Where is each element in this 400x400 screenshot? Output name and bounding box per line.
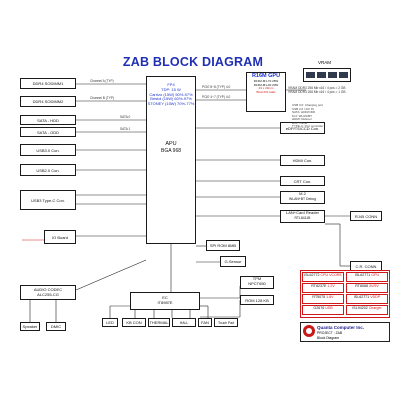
power-ic-rail: Charger: [368, 306, 382, 310]
usb3-typec-connector: USB3 Type-C Con.: [20, 190, 76, 210]
thermal-sensor: THERMAL: [148, 318, 170, 327]
apu-name: APU: [165, 140, 177, 147]
vram-chip: [339, 72, 348, 78]
gpu-line: BGA 631 balls: [256, 89, 276, 94]
hall-sensor: HALL SENSOR: [172, 318, 196, 327]
g-sensor: G-Sensor: [220, 256, 246, 267]
power-ic-label: RT8237E: [311, 284, 327, 288]
company-name: Quanta Computer Inc.: [317, 325, 365, 330]
vram-group: [303, 68, 351, 82]
vram-label: VRAM: [318, 60, 332, 65]
project-name: PROJECT : ZAB: [317, 331, 343, 335]
m2-label: M.2: [299, 191, 306, 196]
tpm: TPM NPCT650: [240, 276, 274, 289]
gpu-name: R16M GPU: [251, 73, 281, 79]
gpu-line: 23 x 23mm: [258, 86, 274, 91]
lan-card-reader-part: RTL8411B: [294, 215, 311, 220]
diagram-title: ZAB BLOCK DIAGRAM: [122, 55, 264, 69]
gpu-block: R16M GPU R16M-M1-70 25W R16M-M1-30 20W 2…: [246, 72, 286, 112]
power-ic-usb: G2676 USB: [302, 305, 344, 315]
power-ic-label: RT5075: [312, 295, 326, 299]
dmic: DMIC: [46, 322, 66, 331]
gpu-line: R16M-M1-70 25W: [253, 79, 279, 83]
ddr4-sodimm1: DDR4 SODIMM1: [20, 78, 76, 89]
crt-connector: CRT Con.: [280, 176, 325, 186]
power-ic-label: G2676: [313, 306, 325, 310]
power-ic-charger: ISL94202 Charger: [346, 305, 388, 315]
gpu-link-label: PCIE 8~8 (TYP) 4.0: [202, 85, 231, 89]
rj45-connector: RJ45 CONN: [350, 211, 382, 221]
lan-card-reader-label: LAN+Card Reader: [285, 210, 320, 215]
touch-pad: Touch Pad: [214, 318, 238, 327]
tpm-label: TPM: [252, 276, 262, 281]
title-block: Quanta Computer Inc. PROJECT : ZAB Block…: [300, 322, 390, 342]
power-ic-rail: USB: [325, 306, 333, 310]
memory-bus-label: Channel A (TYP): [90, 79, 114, 83]
m2-slot: M.2 WLAN+BT Debug: [280, 191, 325, 204]
sata-hdd: SATA - HDD: [20, 115, 76, 125]
vram-chip: [328, 72, 337, 78]
apu-spec-line: FP4: [167, 82, 175, 87]
power-ic-label: ISL94202: [352, 306, 368, 310]
io-board: IO Board: [44, 230, 76, 244]
power-ic-vddp: ISL62771 VDDP: [346, 294, 388, 304]
gpu-line: R16M-M1-30 20W: [253, 82, 279, 87]
m2-sub: WLAN+BT Debug: [289, 196, 316, 201]
tpm-part: NPCT650: [248, 280, 266, 286]
power-section: [300, 270, 390, 318]
power-ic-cpu: ISL62772 CPU VCORE: [302, 272, 344, 282]
power-ic-rail: 3V/5V: [368, 284, 379, 288]
spi-rom: SPI ROM 8MB: [206, 240, 240, 251]
power-ic-rail: 1.2V: [327, 284, 335, 288]
apu-spec-line: Carrizo (15W) 50%-97%: [149, 91, 193, 97]
speaker: Speaker: [20, 322, 40, 331]
apu-spec-line: TDP: 15 W: [161, 86, 181, 92]
rom-128kb: ROM 128 KB: [240, 295, 274, 305]
keyboard-connector: KB CON: [122, 318, 146, 327]
audio-codec-label: AUDIO CODEC: [33, 287, 63, 292]
memory-bus-label: Channel B (TYP): [90, 96, 115, 100]
vram-detail: VRAM DDR3 256 Mb x16 / 4 pcs = 2 GB VRAM…: [288, 86, 346, 94]
power-ic-gpu: ISL62771 GPU: [346, 272, 388, 282]
edp-ts-ccd-connector: eDP/TS/CCD Con.: [280, 122, 325, 134]
apu-block: FP4 TDP: 15 W Carrizo (15W) 50%-97% Bris…: [146, 76, 196, 244]
power-ic-label: ISL62771: [353, 295, 370, 299]
power-ic-rail: CPU VCORE: [320, 273, 342, 277]
gpu-link-label: PCIE 4~7 (TYP) 4.0: [202, 95, 231, 99]
power-ic-3v5v: RT8068 3V/5V: [346, 283, 388, 293]
ec-part: IT8987E: [157, 299, 173, 305]
notes-legend: USB 3.0: Charging port USB 2.0 / DC IN S…: [292, 103, 324, 128]
embedded-controller: EC IT8987E: [130, 292, 200, 310]
ec-label: EC: [162, 295, 168, 300]
usb2-connector: USB2.0 Con.: [20, 164, 76, 176]
audio-codec: AUDIO CODEC ALC255-CG: [20, 285, 76, 300]
audio-codec-part: ALC255-CG: [37, 291, 59, 297]
lan-card-reader: LAN+Card Reader RTL8411B: [280, 210, 325, 223]
power-ic-rail: VDDP: [370, 295, 381, 299]
sata-odd: SATA - ODD: [20, 127, 76, 137]
apu-spec-line: Bristol (15W) 60%-97%: [150, 96, 192, 102]
fan: FAN: [198, 318, 212, 327]
hdmi-connector: HDMI Con.: [280, 155, 325, 166]
power-ic-label: ISL62772: [304, 273, 320, 277]
usb3-connector: USB3.0 Con.: [20, 144, 76, 156]
power-ic-rail: 1.8V: [326, 295, 334, 299]
sata-bus-label: SATA 1: [120, 127, 131, 131]
apu-spec-line: STONEY (15W) 70%-77%: [147, 101, 195, 107]
sheet-title: Block Diagram: [317, 336, 340, 340]
sata-bus-label: SATA 0: [120, 115, 131, 119]
power-ic-label: ISL62771: [354, 273, 371, 277]
power-ic-1v2: RT8237E 1.2V: [302, 283, 344, 293]
led: LED: [102, 318, 118, 327]
quanta-logo-icon: [303, 325, 315, 337]
vram-chip: [317, 72, 326, 78]
power-ic-rail: GPU: [371, 273, 380, 277]
ddr4-sodimm2: DDR4 SODIMM2: [20, 96, 76, 107]
apu-package: BGA 968: [160, 147, 181, 154]
power-ic-1v8: RT5075 1.8V: [302, 294, 344, 304]
vram-chip: [306, 72, 315, 78]
power-ic-label: RT8068: [355, 284, 368, 288]
